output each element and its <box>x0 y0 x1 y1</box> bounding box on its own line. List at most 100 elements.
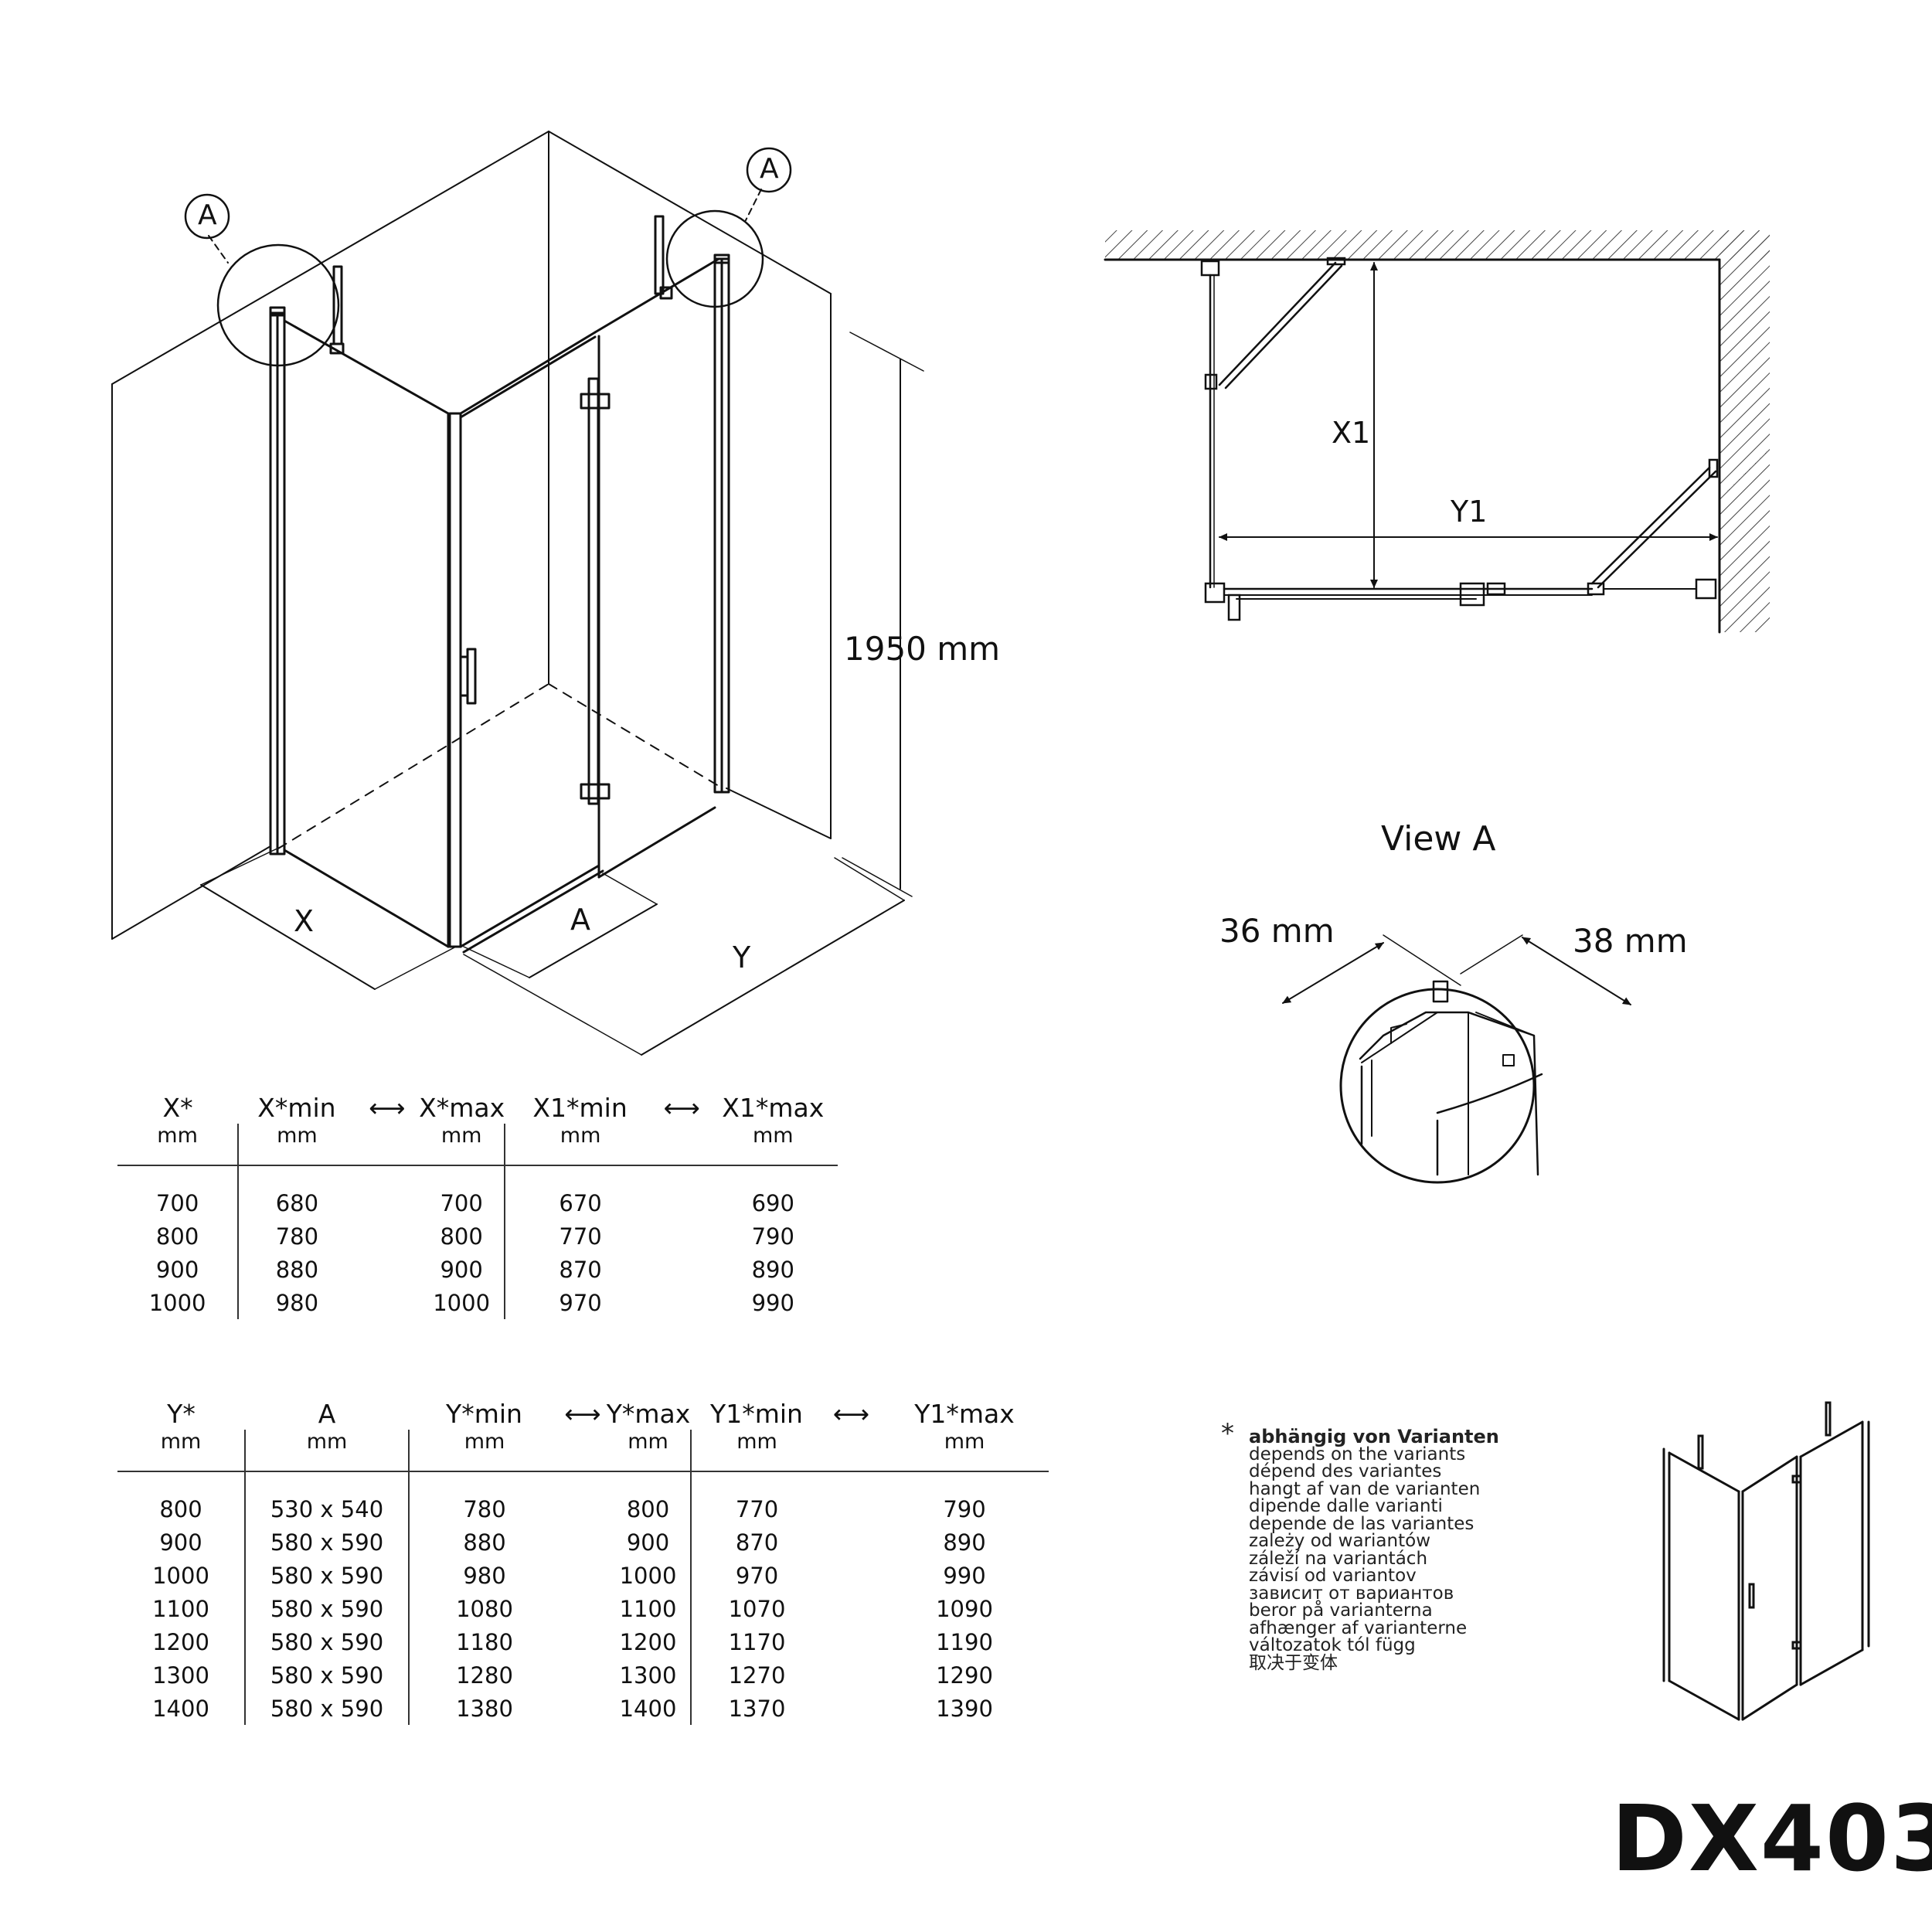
door-handle <box>461 648 477 705</box>
range-arrow: ⟷ <box>564 1398 601 1429</box>
cell: 780 <box>408 1492 560 1526</box>
dimension-lines <box>200 332 924 1056</box>
cell: 800 <box>159 1495 202 1522</box>
table-row: 1100 580 x 590 1080 1100 1070 1090 <box>117 1592 1049 1625</box>
cell: 900 <box>159 1529 202 1556</box>
cell: 1370 <box>690 1692 822 1725</box>
wall-hatch <box>1719 230 1770 632</box>
cell: 670 <box>504 1186 655 1219</box>
note-line: abhängig von Varianten <box>1249 1426 1499 1447</box>
plan-view <box>1104 230 1770 634</box>
cell: 1200 <box>619 1628 677 1655</box>
cell: 900 <box>626 1529 670 1556</box>
cell: 580 x 590 <box>244 1559 409 1592</box>
unit-cell: mm <box>237 1124 355 1166</box>
floor-dashed-lines <box>277 131 723 849</box>
note-line: afhænger af varianterne <box>1249 1617 1468 1638</box>
unit-cell: mm <box>708 1124 838 1166</box>
cell: 880 <box>408 1526 560 1559</box>
unit-cell: mm <box>117 1124 239 1166</box>
dimension-a-label: A <box>570 903 590 937</box>
unit-cell: mm <box>690 1430 822 1472</box>
range-arrow: ⟷ <box>369 1092 406 1123</box>
col-header: X*min <box>257 1092 336 1123</box>
table-y-dimensions: Y* A Y*min ⟷ Y*max Y1*min ⟷ Y1*max mm mm… <box>117 1397 1049 1725</box>
table-row: 900 880 900 870 890 <box>117 1253 838 1286</box>
enclosure-isometric <box>111 131 924 1056</box>
note-line: depends on the variants <box>1249 1444 1466 1464</box>
callout-bubble-left <box>184 193 230 240</box>
col-header: Y1*min <box>710 1398 803 1429</box>
table-row: 900 580 x 590 880 900 870 890 <box>117 1526 1049 1559</box>
cell: 780 <box>237 1219 355 1253</box>
cell: 1280 <box>408 1658 560 1692</box>
left-glass-panel <box>269 306 450 948</box>
view-a-circle <box>1339 988 1536 1184</box>
cell: 770 <box>690 1492 822 1526</box>
col-header: X* <box>162 1092 193 1123</box>
unit-cell: mm <box>606 1430 691 1472</box>
cell: 580 x 590 <box>244 1658 409 1692</box>
cell: 980 <box>237 1286 355 1319</box>
cell: 1170 <box>690 1625 822 1658</box>
table-row: 1300 580 x 590 1280 1300 1270 1290 <box>117 1658 1049 1692</box>
unit-cell: mm <box>408 1430 560 1472</box>
cell: 580 x 590 <box>244 1692 409 1725</box>
note-line: зависит от вариантов <box>1249 1583 1454 1604</box>
plan-y1-label: Y1 <box>1451 495 1488 529</box>
cell: 1390 <box>936 1695 993 1722</box>
col-header: X1*max <box>722 1092 825 1123</box>
callout-label-left: A <box>198 199 217 231</box>
cell: 890 <box>751 1256 794 1283</box>
cell: 1300 <box>619 1662 677 1689</box>
cell: 1180 <box>408 1625 560 1658</box>
unit-cell: mm <box>117 1430 245 1472</box>
cell: 1000 <box>152 1562 209 1589</box>
cell: 790 <box>751 1223 794 1250</box>
cell: 1090 <box>936 1595 993 1622</box>
plan-x1-label: X1 <box>1332 416 1371 450</box>
hinged-door <box>459 377 604 954</box>
cell: 990 <box>751 1289 794 1316</box>
cell: 1400 <box>619 1695 677 1722</box>
top-rail <box>459 257 720 419</box>
cell: 580 x 590 <box>244 1592 409 1625</box>
cell: 900 <box>155 1256 199 1283</box>
cell: 690 <box>751 1189 794 1216</box>
table-row: 800 780 800 770 790 <box>117 1219 838 1253</box>
callout-label-right: A <box>760 153 779 185</box>
ceiling-hatch <box>1105 230 1770 260</box>
cell: 770 <box>504 1219 655 1253</box>
cell: 970 <box>690 1559 822 1592</box>
table-row: 1000 580 x 590 980 1000 970 990 <box>117 1559 1049 1592</box>
view-a-dim-left: 36 mm <box>1219 912 1335 950</box>
model-number: DX403 <box>1611 1785 1932 1892</box>
asterisk: * <box>1221 1418 1234 1449</box>
cell: 1270 <box>690 1658 822 1692</box>
cell: 1000 <box>619 1562 677 1589</box>
stabilizer-bracket-left <box>329 265 345 355</box>
note-line: dipende dalle varianti <box>1249 1496 1443 1516</box>
cell: 1000 <box>148 1289 206 1316</box>
cell: 890 <box>943 1529 986 1556</box>
col-header: Y*min <box>446 1398 522 1429</box>
note-line: zależy od wariantów <box>1249 1531 1431 1551</box>
col-header: Y* <box>167 1398 196 1429</box>
unit-cell: mm <box>504 1124 655 1166</box>
range-arrow: ⟷ <box>832 1398 870 1429</box>
dimension-x-label: X <box>294 904 315 938</box>
table-x-dimensions: X* X*min ⟷ X*max X1*min ⟷ X1*max mm mm m… <box>117 1091 838 1319</box>
cell: 1190 <box>936 1628 993 1655</box>
cell: 530 x 540 <box>244 1492 409 1526</box>
view-a-dim-right: 38 mm <box>1573 922 1688 960</box>
note-line: hangt af van de varianten <box>1249 1478 1481 1499</box>
unit-cell: mm <box>419 1124 505 1166</box>
cell: 1000 <box>433 1289 491 1316</box>
note-line: beror på varianterna <box>1249 1600 1433 1621</box>
unit-cell: mm <box>244 1430 409 1472</box>
cell: 970 <box>504 1286 655 1319</box>
note-line: záleží na variantách <box>1249 1548 1428 1569</box>
cell: 870 <box>690 1526 822 1559</box>
cell: 1100 <box>152 1595 209 1622</box>
table-row: 1000 980 1000 970 990 <box>117 1286 838 1319</box>
